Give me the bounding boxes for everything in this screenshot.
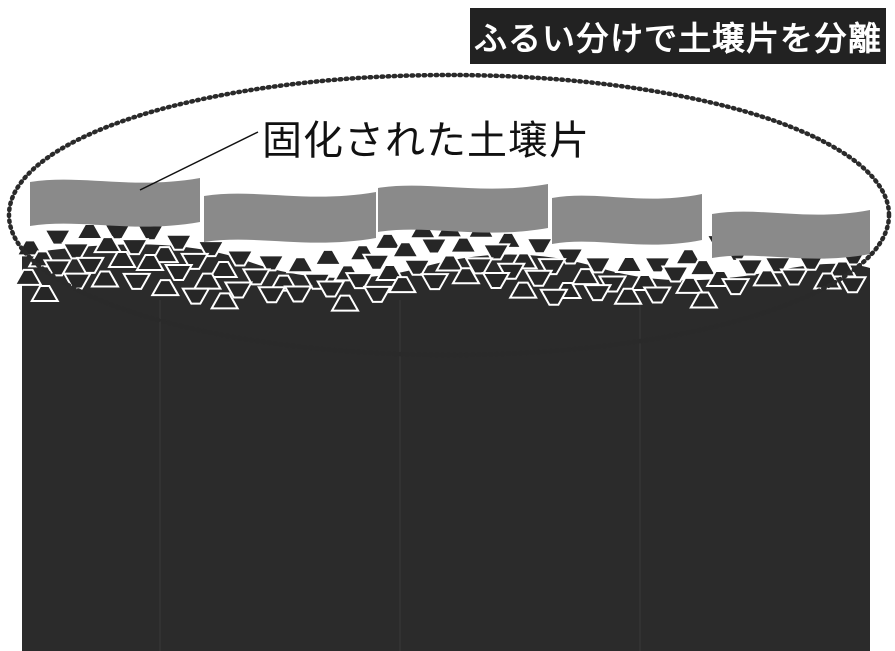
soil-particle [74, 222, 105, 240]
soil-particle [689, 291, 719, 309]
solidified-fragments [30, 178, 870, 259]
soil-particle [570, 268, 601, 286]
soil-particle [735, 258, 765, 276]
soil-particle [196, 240, 226, 258]
soil-particle [434, 254, 465, 272]
solidified-fragment [378, 184, 548, 233]
soil-particle [241, 268, 272, 286]
soil-particle [256, 254, 286, 272]
soil-particle [583, 256, 613, 274]
soil-particle [373, 232, 403, 250]
soil-particle [163, 233, 194, 251]
soil-particle [119, 238, 150, 256]
soil-particle [283, 285, 313, 303]
soil-particle [192, 272, 223, 290]
soil-particle [75, 256, 105, 274]
soil-particle [135, 224, 166, 242]
soil-particle [523, 269, 554, 287]
soil-particle [688, 259, 718, 277]
soil-particle [149, 246, 180, 264]
title-badge: ふるい分けで土壌片を分離 [470, 8, 886, 64]
soil-particle [524, 237, 555, 255]
soil-particle [481, 271, 511, 289]
soil-particle [225, 249, 255, 267]
soil-particle [420, 273, 450, 291]
soil-particle [316, 280, 346, 298]
solidified-fragment [712, 210, 870, 259]
solidified-fragment [552, 194, 702, 245]
soil-particle [223, 281, 254, 299]
soil-particle [642, 286, 672, 304]
soil-particle [163, 264, 194, 282]
soil-particle [539, 288, 569, 306]
soil-particle [208, 261, 239, 279]
soil-particle [837, 276, 868, 294]
soil-particle [330, 294, 360, 312]
soil-particle [448, 236, 479, 254]
soil-particle [361, 253, 392, 271]
soil-particle [42, 259, 73, 277]
soil-particle [30, 284, 60, 302]
solidified-fragment [204, 192, 376, 243]
soil-particle [257, 286, 287, 304]
soil-particle [451, 267, 481, 285]
soil-particle [181, 287, 211, 305]
soil-particle [362, 285, 393, 303]
soil-particle [150, 279, 180, 297]
soil-particle [13, 268, 43, 286]
soil-particle [660, 265, 691, 283]
soil-particle [673, 248, 704, 266]
soil-particle [508, 281, 538, 299]
soil-particle [387, 276, 418, 294]
soil-particle [674, 276, 705, 294]
soil-particle [481, 243, 511, 261]
soil-block [22, 244, 870, 651]
soil-particle [582, 284, 613, 302]
soil-particle [313, 248, 343, 266]
soil-seams [159, 300, 641, 651]
solidified-fragment [30, 178, 200, 227]
annotation-label: 固化された土壌片 [262, 118, 590, 164]
soil-particle [42, 228, 73, 246]
dotted-ellipse-icon [6, 72, 892, 358]
soil-particle [93, 236, 123, 254]
soil-particle [720, 278, 751, 296]
title-badge-text: ふるい分けで土壌片を分離 [474, 19, 882, 58]
soil-particle [122, 272, 152, 290]
soil-particle [419, 237, 449, 255]
soil-particle [90, 270, 120, 288]
soil-particle [614, 256, 644, 274]
soil-particle [752, 269, 782, 287]
leader-line-icon [139, 131, 259, 191]
soil-particle [390, 241, 421, 259]
soil-particle [779, 268, 809, 286]
soil-particle [107, 251, 137, 269]
soil-particle [135, 253, 165, 271]
soil-particle [285, 256, 316, 274]
soil-particle [613, 287, 643, 305]
soil-particle [375, 264, 405, 282]
soil-particle [209, 292, 240, 310]
